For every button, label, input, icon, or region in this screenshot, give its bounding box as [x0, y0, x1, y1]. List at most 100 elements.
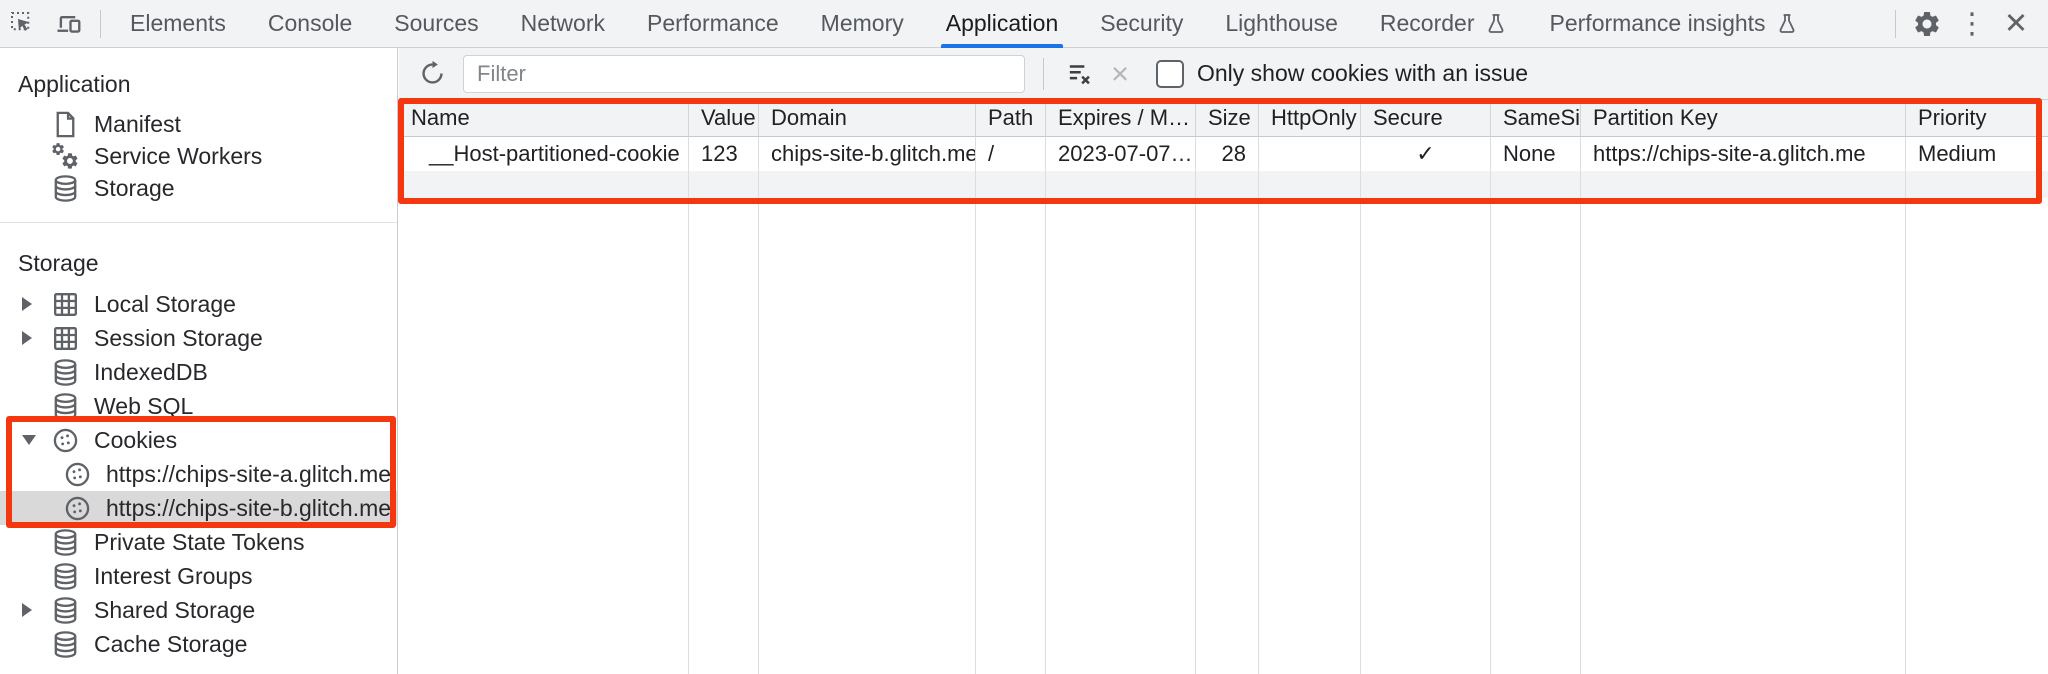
tab-sources[interactable]: Sources [394, 10, 479, 36]
cookie-cell-domain[interactable]: chips-site-b.glitch.me [759, 137, 976, 171]
column-header-domain[interactable]: Domain [759, 100, 976, 137]
column-header-samesite[interactable]: SameSite [1491, 100, 1581, 137]
tab-console[interactable]: Console [267, 10, 353, 36]
cookie-cell-size[interactable]: 28 [1196, 137, 1259, 171]
cookies-table: Name Value Domain Path Expires / M… Size… [399, 100, 2048, 674]
database-icon [50, 629, 81, 660]
filler-cell [1361, 198, 1491, 674]
chevron-right-icon[interactable] [22, 603, 50, 617]
database-icon [50, 173, 81, 204]
filler-cell [1491, 171, 1581, 198]
filler-cell [1361, 171, 1491, 198]
cookie-cell-name[interactable]: __Host-partitioned-cookie [399, 137, 689, 171]
more-options-button[interactable]: ⋮ [1950, 0, 1994, 48]
refresh-icon [421, 60, 443, 84]
filler-cell [1906, 171, 2048, 198]
sidebar-item-session-storage[interactable]: Session Storage [0, 321, 397, 355]
refresh-button[interactable] [411, 53, 453, 95]
sidebar-item-web-sql[interactable]: Web SQL [0, 389, 397, 423]
sidebar-item-cookies-chips-site-a[interactable]: https://chips-site-a.glitch.me [0, 457, 397, 491]
column-header-partition-key[interactable]: Partition Key [1581, 100, 1906, 137]
chevron-right-icon[interactable] [22, 331, 50, 345]
cookie-cell-samesite[interactable]: None [1491, 137, 1581, 171]
tab-application[interactable]: Application [925, 0, 1080, 48]
sidebar-item-interest-groups[interactable]: Interest Groups [0, 559, 397, 593]
column-header-name[interactable]: Name [399, 100, 689, 137]
inspect-element-button[interactable] [0, 0, 46, 48]
tab-lighthouse[interactable]: Lighthouse [1225, 10, 1338, 36]
tab-memory[interactable]: Memory [820, 10, 904, 36]
only-issue-cookies-label: Only show cookies with an issue [1197, 60, 1529, 86]
filler-cell [759, 198, 976, 674]
chevron-down-icon[interactable] [22, 435, 50, 445]
filler-cell [689, 171, 759, 198]
filler-cell [759, 171, 976, 198]
cookie-icon [62, 459, 93, 490]
sidebar-item-service-workers[interactable]: Service Workers [0, 140, 397, 172]
column-header-secure[interactable]: Secure [1361, 100, 1491, 137]
cookie-cell-value[interactable]: 123 [689, 137, 759, 171]
sidebar-item-private-state-tokens[interactable]: Private State Tokens [0, 525, 397, 559]
database-icon [50, 527, 81, 558]
devtools-toolbar: Elements Console Sources Network Perform… [0, 0, 2048, 48]
settings-button[interactable] [1904, 0, 1950, 48]
sidebar-item-storage[interactable]: Storage [0, 172, 397, 204]
cookie-cell-expires[interactable]: 2023-07-07… [1046, 137, 1196, 171]
column-header-path[interactable]: Path [976, 100, 1046, 137]
sidebar-item-cache-storage[interactable]: Cache Storage [0, 627, 397, 661]
sidebar-item-indexeddb[interactable]: IndexedDB [0, 355, 397, 389]
database-icon [50, 357, 81, 388]
cookies-panel: × Only show cookies with an issue Name V… [399, 48, 2048, 674]
only-issue-cookies-checkbox[interactable] [1156, 59, 1184, 88]
column-header-value[interactable]: Value [689, 100, 759, 137]
cookie-icon [62, 493, 93, 524]
sidebar-item-manifest[interactable]: Manifest [0, 108, 397, 140]
experiment-flask-icon [1775, 12, 1799, 36]
cookie-cell-partition-key[interactable]: https://chips-site-a.glitch.me [1581, 137, 1906, 171]
column-header-priority[interactable]: Priority [1906, 100, 2048, 137]
database-icon [50, 595, 81, 626]
filler-cell [1259, 171, 1361, 198]
device-toolbar-button[interactable] [46, 0, 92, 48]
cookie-cell-path[interactable]: / [976, 137, 1046, 171]
table-icon [50, 323, 81, 354]
tab-performance-insights[interactable]: Performance insights [1529, 0, 1820, 48]
toolbar-divider [1895, 9, 1896, 38]
device-toolbar-icon [57, 15, 81, 33]
tab-security[interactable]: Security [1100, 10, 1184, 36]
sidebar-item-cookies-chips-site-b[interactable]: https://chips-site-b.glitch.me [0, 491, 397, 525]
toolbar-divider [1043, 57, 1044, 90]
column-header-httponly[interactable]: HttpOnly [1259, 100, 1361, 137]
cookie-cell-secure[interactable]: ✓ [1361, 137, 1491, 171]
filler-cell [976, 171, 1046, 198]
filler-cell [1581, 198, 1906, 674]
chevron-right-icon[interactable] [22, 297, 50, 311]
table-icon [50, 289, 81, 320]
filler-cell [1259, 198, 1361, 674]
database-icon [50, 561, 81, 592]
sidebar-section-title-application: Application [18, 71, 131, 97]
clear-search-icon[interactable]: × [1110, 55, 1130, 91]
close-devtools-button[interactable]: ✕ [1994, 0, 2038, 48]
filler-cell [976, 198, 1046, 674]
cookie-cell-httponly[interactable] [1259, 137, 1361, 171]
filter-input[interactable] [463, 54, 1025, 93]
cookie-icon [50, 425, 81, 456]
tab-elements[interactable]: Elements [130, 10, 226, 36]
sidebar-item-cookies[interactable]: Cookies [0, 423, 397, 457]
sidebar-item-shared-storage[interactable]: Shared Storage [0, 593, 397, 627]
inspect-cursor-icon [11, 11, 30, 31]
filler-cell [1581, 171, 1906, 198]
database-icon [50, 391, 81, 422]
tab-network[interactable]: Network [520, 10, 605, 36]
column-header-size[interactable]: Size [1196, 100, 1259, 137]
sidebar-item-local-storage[interactable]: Local Storage [0, 287, 397, 321]
toolbar-right-cluster: ⋮ ✕ [1887, 0, 2048, 48]
tab-performance[interactable]: Performance [647, 10, 779, 36]
clear-filter-icon [1069, 65, 1090, 85]
column-header-expires[interactable]: Expires / M… [1046, 100, 1196, 137]
filler-cell [1046, 198, 1196, 674]
clear-filter-button[interactable] [1058, 53, 1100, 95]
tab-recorder[interactable]: Recorder [1359, 0, 1529, 48]
cookie-cell-priority[interactable]: Medium [1906, 137, 2048, 171]
